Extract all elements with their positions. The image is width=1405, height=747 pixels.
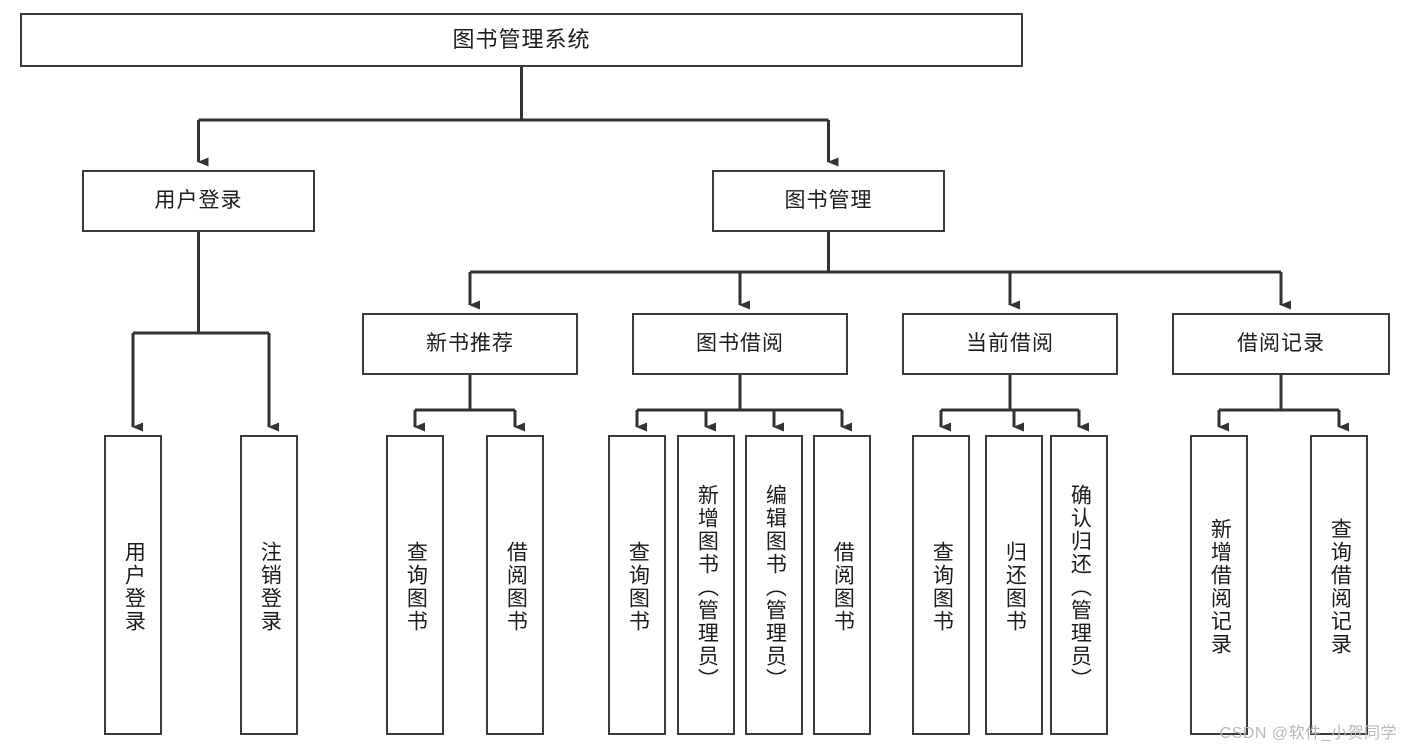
node-leaf-query-book-bb-label: 查询图书 (626, 541, 650, 633)
node-leaf-borrow-book-bb-label: 借阅图书 (831, 541, 855, 633)
node-leaf-query-book-cb-label: 查询图书 (930, 541, 954, 633)
node-current-borrow[interactable]: 当前借阅 (902, 313, 1118, 375)
node-leaf-add-book[interactable]: 新增图书（管理员） (677, 435, 735, 735)
node-leaf-add-book-label: 新增图书（管理员） (695, 483, 719, 691)
node-book-manage-label: 图书管理 (784, 188, 873, 212)
node-book-borrow-label: 图书借阅 (696, 331, 784, 355)
node-leaf-return-book[interactable]: 归还图书 (985, 435, 1043, 735)
node-book-borrow[interactable]: 图书借阅 (632, 313, 848, 375)
node-borrow-record[interactable]: 借阅记录 (1172, 313, 1390, 375)
node-borrow-record-label: 借阅记录 (1237, 331, 1325, 355)
node-leaf-confirm-return[interactable]: 确认归还（管理员） (1050, 435, 1108, 735)
node-leaf-add-record-label: 新增借阅记录 (1208, 518, 1232, 656)
node-leaf-borrow-book-rec[interactable]: 借阅图书 (486, 435, 544, 735)
node-leaf-query-record[interactable]: 查询借阅记录 (1310, 435, 1368, 735)
node-leaf-logout-login-label: 注销登录 (258, 541, 282, 633)
node-root[interactable]: 图书管理系统 (20, 13, 1023, 67)
node-leaf-borrow-book-bb[interactable]: 借阅图书 (813, 435, 871, 735)
node-book-manage[interactable]: 图书管理 (712, 170, 945, 232)
node-leaf-edit-book-label: 编辑图书（管理员） (763, 483, 787, 691)
node-leaf-query-book-rec-label: 查询图书 (404, 541, 428, 633)
node-leaf-add-record[interactable]: 新增借阅记录 (1190, 435, 1248, 735)
node-leaf-user-login[interactable]: 用户登录 (104, 435, 162, 735)
node-leaf-query-book-rec[interactable]: 查询图书 (386, 435, 444, 735)
node-new-book-rec-label: 新书推荐 (426, 331, 514, 355)
node-leaf-user-login-label: 用户登录 (122, 541, 146, 633)
node-user-login-label: 用户登录 (154, 188, 243, 212)
node-leaf-logout-login[interactable]: 注销登录 (240, 435, 298, 735)
node-leaf-query-record-label: 查询借阅记录 (1328, 518, 1352, 656)
watermark-text: CSDN @软件_小贺同学 (1219, 725, 1397, 742)
node-leaf-edit-book[interactable]: 编辑图书（管理员） (745, 435, 803, 735)
node-current-borrow-label: 当前借阅 (966, 331, 1054, 355)
node-leaf-return-book-label: 归还图书 (1003, 541, 1027, 633)
node-leaf-query-book-cb[interactable]: 查询图书 (912, 435, 970, 735)
node-leaf-borrow-book-rec-label: 借阅图书 (504, 541, 528, 633)
node-new-book-rec[interactable]: 新书推荐 (362, 313, 578, 375)
node-leaf-query-book-bb[interactable]: 查询图书 (608, 435, 666, 735)
node-root-label: 图书管理系统 (452, 27, 591, 53)
node-user-login[interactable]: 用户登录 (82, 170, 315, 232)
node-leaf-confirm-return-label: 确认归还（管理员） (1068, 483, 1092, 691)
